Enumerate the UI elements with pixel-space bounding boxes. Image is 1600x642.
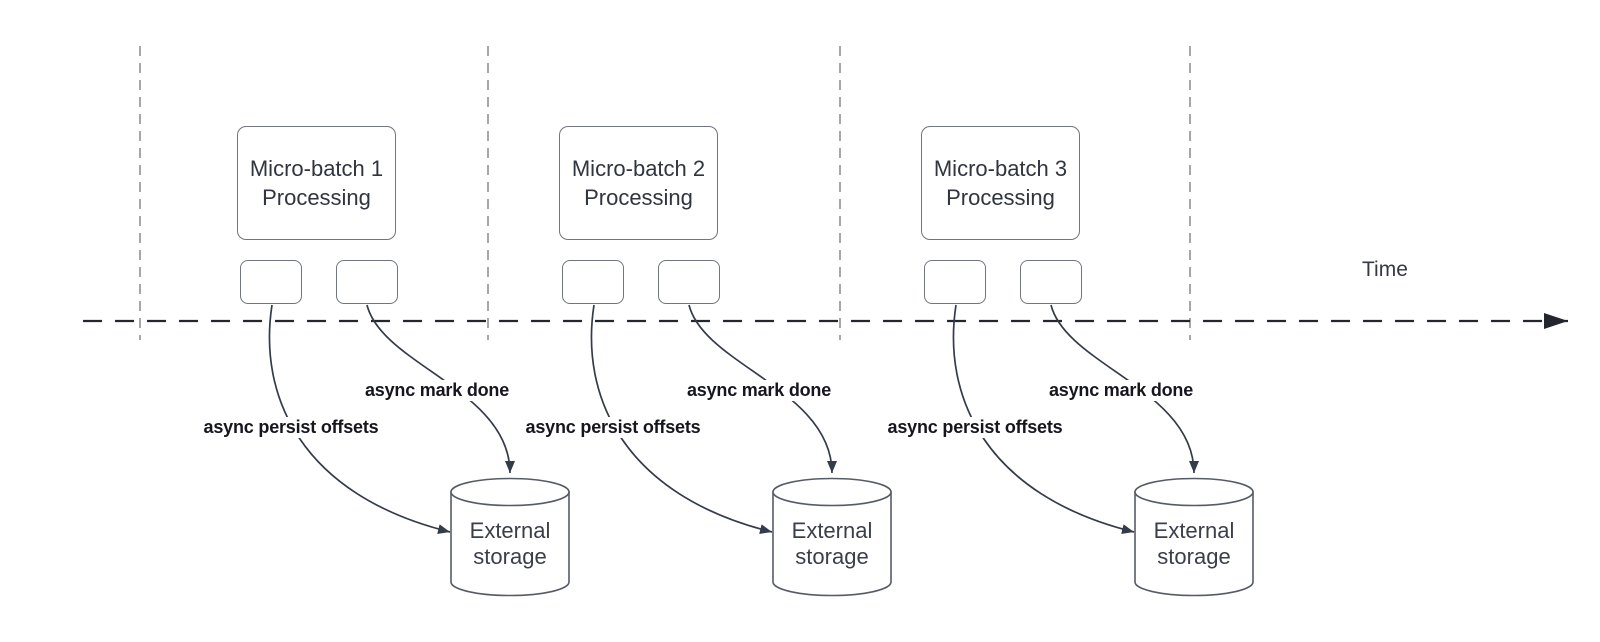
- storage-label-line2: storage: [473, 544, 547, 569]
- async-persist-offsets-label: async persist offsets: [522, 417, 704, 438]
- storage-label-line1: External: [1153, 518, 1235, 543]
- offset-commit-chip: [924, 260, 986, 304]
- async-persist-offsets-arrow-3: [952, 304, 1135, 534]
- node-title-line1: Micro-batch 3: [933, 156, 1068, 181]
- async-mark-done-label: async mark done: [361, 380, 513, 401]
- time-axis-label: Time: [1362, 258, 1408, 281]
- async-persist-offsets-label: async persist offsets: [200, 417, 382, 438]
- storage-label-line1: External: [791, 518, 873, 543]
- node-title-line2: Processing: [262, 185, 371, 210]
- batch-group-1: Micro-batch 1 Processing async persist o…: [200, 0, 597, 642]
- external-storage-label: External storage: [1129, 518, 1259, 570]
- storage-label-line2: storage: [795, 544, 869, 569]
- mark-done-chip: [336, 260, 398, 304]
- node-title-line1: Micro-batch 2: [571, 156, 706, 181]
- batch-group-2: Micro-batch 2 Processing async persist o…: [522, 0, 919, 642]
- external-storage-label: External storage: [445, 518, 575, 570]
- storage-label-line2: storage: [1157, 544, 1231, 569]
- async-persist-offsets-label: async persist offsets: [884, 417, 1066, 438]
- micro-batch-2-processing-node: Micro-batch 2 Processing: [559, 126, 718, 240]
- mark-done-chip: [658, 260, 720, 304]
- node-title-line2: Processing: [584, 185, 693, 210]
- storage-label-line1: External: [469, 518, 551, 543]
- async-persist-offsets-arrow-2: [590, 304, 773, 534]
- external-storage-cylinder-2: [772, 477, 892, 597]
- offset-commit-chip: [240, 260, 302, 304]
- micro-batch-3-processing-node: Micro-batch 3 Processing: [921, 126, 1080, 240]
- async-mark-done-label: async mark done: [1045, 380, 1197, 401]
- external-storage-label: External storage: [767, 518, 897, 570]
- external-storage-cylinder-3: [1134, 477, 1254, 597]
- offset-commit-chip: [562, 260, 624, 304]
- external-storage-cylinder-1: [450, 477, 570, 597]
- micro-batch-1-processing-node: Micro-batch 1 Processing: [237, 126, 396, 240]
- async-persist-offsets-arrow-1: [268, 304, 451, 534]
- mark-done-chip: [1020, 260, 1082, 304]
- node-title-line1: Micro-batch 1: [249, 156, 384, 181]
- batch-group-3: Micro-batch 3 Processing async persist o…: [884, 0, 1281, 642]
- async-mark-done-label: async mark done: [683, 380, 835, 401]
- node-title-line2: Processing: [946, 185, 1055, 210]
